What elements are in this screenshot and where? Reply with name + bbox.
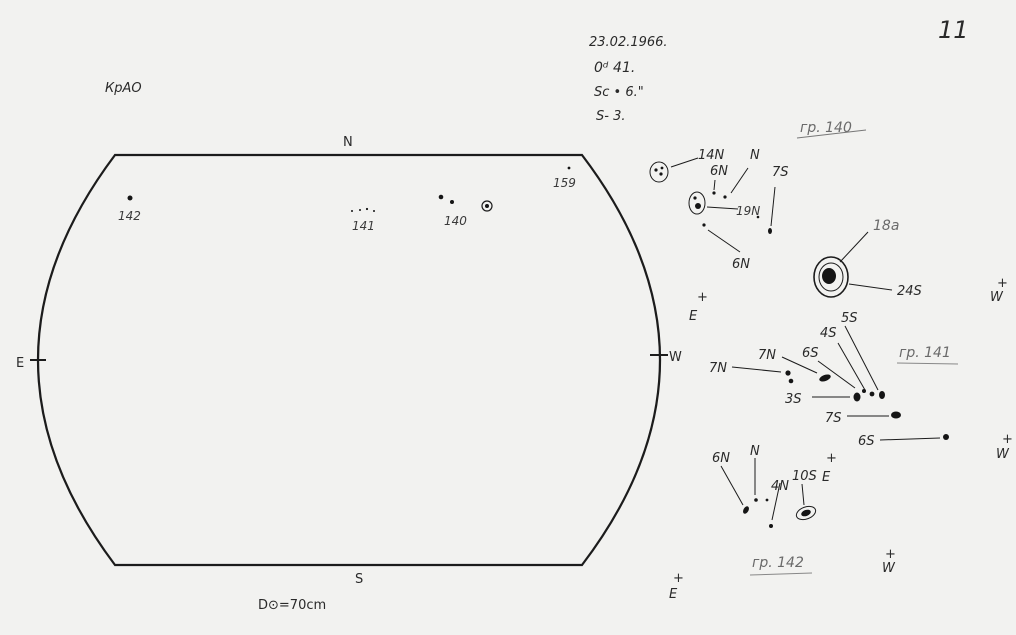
page-number: 11 — [938, 16, 969, 44]
spot — [127, 195, 133, 201]
disk-group-140: 140 — [438, 194, 493, 228]
observation-date: 23.02.1966. — [589, 35, 668, 50]
svg-text:+: + — [997, 276, 1008, 291]
spot-label: 5S — [841, 311, 858, 326]
spot-label: 19N — [736, 204, 760, 218]
svg-text:+: + — [697, 290, 708, 305]
spot — [450, 200, 454, 204]
spot-label: 14N — [698, 148, 725, 163]
svg-text:+: + — [1002, 432, 1013, 447]
orientation-west: W — [990, 290, 1004, 305]
detail-group-141: гр. 141 5S 4S 7N 6S 7N 3S 7S 6S W + — [709, 311, 1013, 462]
spot-label: 6N — [712, 451, 730, 466]
disk-group-141: 141 — [351, 207, 375, 233]
detail-group-140: гр. 140 14N 6N N 7S 19N 6N 18a 24S E + W… — [649, 120, 1008, 324]
spot-label: 3S — [785, 392, 802, 407]
diameter-note: D⊙=70cm — [258, 598, 326, 613]
spot — [373, 210, 375, 212]
group-title: гр. 141 — [899, 345, 951, 361]
spot-label: 7N — [758, 348, 776, 363]
spot-label: 18a — [873, 218, 899, 234]
s-value: S- 3. — [596, 109, 625, 124]
spot-label: 4S — [820, 326, 837, 341]
seeing-value: Sc • 6." — [594, 85, 644, 100]
observatory-label: КрАО — [105, 81, 142, 96]
orientation-west: W — [996, 447, 1010, 462]
spot-label: 10S — [792, 469, 817, 484]
spot-label: N — [750, 148, 760, 163]
disk-group-142: 142 — [118, 195, 141, 223]
spot — [438, 194, 444, 200]
spot-label: 6S — [858, 434, 875, 449]
spot-label: 4N — [771, 479, 789, 494]
spot-penumbra — [688, 191, 706, 215]
title-underline — [796, 129, 867, 139]
svg-text:+: + — [826, 451, 837, 466]
disk-west-label: W — [669, 350, 682, 365]
disk-east-label: E — [16, 356, 24, 371]
spot-penumbra — [813, 256, 849, 298]
disk-group-159: 159 — [553, 166, 576, 190]
spot-penumbra — [481, 200, 493, 212]
spot — [567, 166, 571, 170]
spot — [365, 207, 369, 211]
orientation-west: W — [882, 561, 896, 576]
spot-label: 24S — [897, 284, 922, 299]
group-number: 142 — [118, 209, 141, 223]
spot-label: N — [750, 444, 760, 459]
orientation-east: E — [669, 587, 678, 602]
spot — [351, 210, 353, 212]
group-number: 141 — [352, 219, 375, 233]
spot-penumbra — [649, 161, 669, 183]
group-number: 140 — [444, 214, 467, 228]
spot-label: 7S — [825, 411, 842, 426]
svg-text:+: + — [673, 571, 684, 586]
spot-umbra — [822, 268, 836, 284]
spot-label: 6N — [732, 257, 750, 272]
observation-time: 0ᵈ 41. — [594, 60, 635, 76]
group-title: гр. 142 — [752, 555, 804, 571]
spot-label: 7N — [709, 361, 727, 376]
spot-label: 7S — [772, 165, 789, 180]
disk-south-label: S — [355, 572, 363, 587]
group-title: гр. 140 — [800, 120, 852, 136]
group-number: 159 — [553, 176, 576, 190]
spot — [485, 204, 489, 208]
orientation-east: E — [689, 309, 698, 324]
orientation-east: E — [822, 470, 831, 485]
detail-group-142: гр. 142 6N N 4N 10S E + W + E + — [669, 444, 896, 602]
spot-label: 6S — [802, 346, 819, 361]
disk-north-label: N — [343, 135, 353, 150]
solar-disk-outline — [36, 153, 662, 567]
svg-text:+: + — [885, 547, 896, 562]
spot-label: 6N — [710, 164, 728, 179]
spot — [359, 209, 361, 211]
